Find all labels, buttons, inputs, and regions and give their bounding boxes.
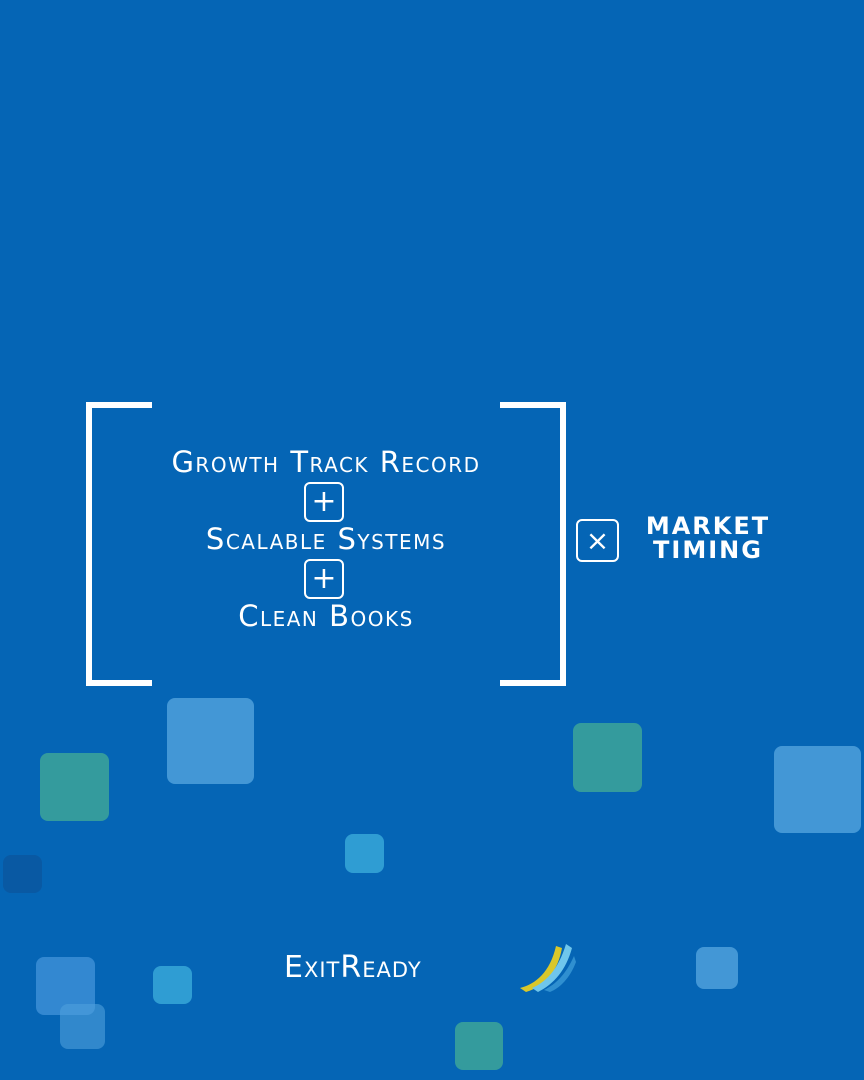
times-icon: × <box>576 519 619 562</box>
market-timing-label: MARKET TIMING <box>630 514 786 562</box>
exitready-logo: ExitReady <box>284 940 584 996</box>
left-bracket <box>86 402 152 686</box>
times-glyph: × <box>585 524 610 557</box>
plus-icon: + <box>304 482 344 522</box>
brand-name: ExitReady <box>284 950 422 985</box>
market-timing-line1: MARKET <box>645 512 771 540</box>
decor-square <box>3 855 42 893</box>
market-timing-line2: TIMING <box>653 536 763 564</box>
decor-square <box>40 753 109 821</box>
plus-icon: + <box>304 559 344 599</box>
decor-square <box>345 834 384 873</box>
decor-square <box>167 698 254 784</box>
plus-glyph: + <box>311 561 337 596</box>
decor-square <box>774 746 861 833</box>
plus-glyph: + <box>311 484 337 519</box>
term-scalable-systems: Scalable Systems <box>205 522 447 556</box>
decor-square <box>455 1022 503 1070</box>
decor-square <box>153 966 192 1004</box>
exitready-swoosh-icon <box>520 944 576 992</box>
term-growth-track-record: Growth Track Record <box>171 445 481 479</box>
decor-square <box>60 1004 105 1049</box>
decor-square <box>696 947 738 989</box>
term-clean-books: Clean Books <box>238 599 414 633</box>
right-bracket <box>500 402 566 686</box>
decor-square <box>573 723 642 792</box>
